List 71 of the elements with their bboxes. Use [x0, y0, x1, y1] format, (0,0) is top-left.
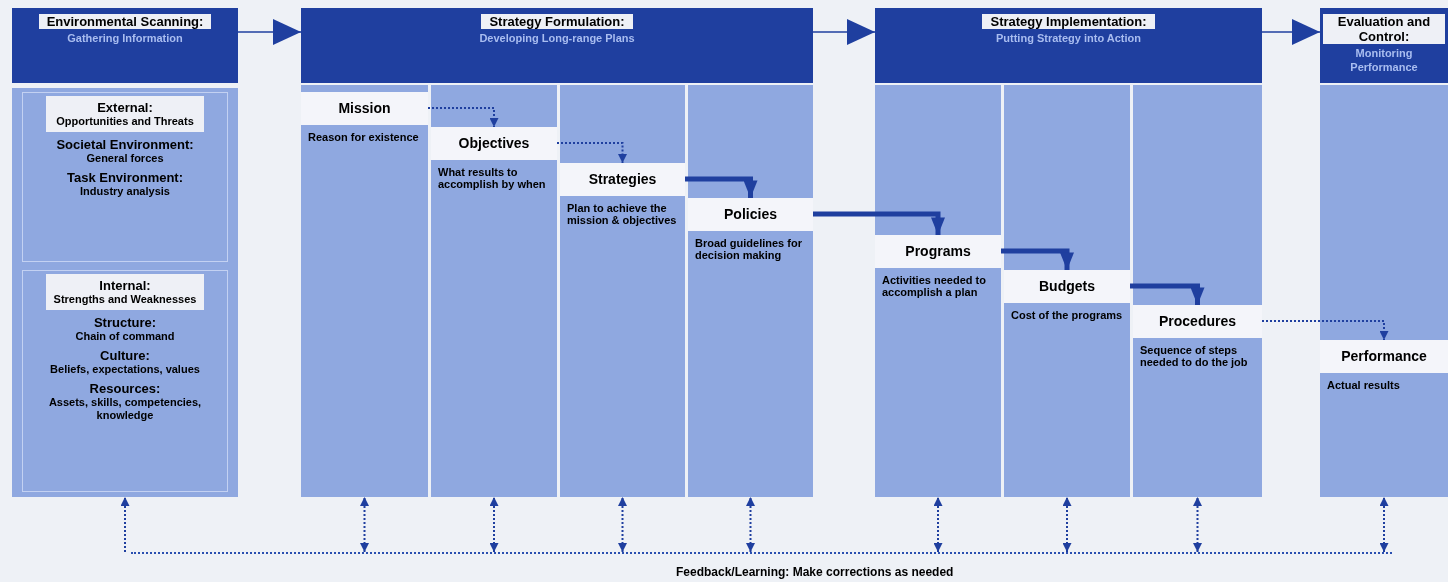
- flow-arrow: [1001, 248, 1074, 270]
- step-description: Plan to achieve the mission & objectives: [566, 201, 678, 226]
- feedback-line: [131, 552, 1392, 582]
- stage-subtitle: Gathering Information: [66, 31, 184, 45]
- step-description: Reason for existence: [307, 130, 420, 143]
- dotted-arrow: [1062, 496, 1072, 553]
- factor-heading: Task Environment:: [66, 170, 184, 185]
- flow-arrow: [813, 211, 945, 235]
- stage-title: Strategy Implementation:: [982, 14, 1155, 29]
- step-description: What results to accomplish by when: [437, 165, 547, 190]
- group-heading: Internal:: [99, 278, 151, 293]
- factor-group: [22, 270, 228, 492]
- factor-description: Beliefs, expectations, values: [49, 363, 201, 376]
- step-column: [431, 127, 557, 497]
- step-column: [560, 163, 685, 497]
- stage-subtitle: Putting Strategy into Action: [995, 31, 1142, 45]
- step-column: [301, 92, 428, 497]
- step-description: Cost of the programs: [1010, 308, 1124, 321]
- factor-heading: Societal Environment:: [56, 137, 194, 152]
- step-description: Activities needed to accomplish a plan: [881, 273, 987, 298]
- factor-heading: Culture:: [100, 348, 150, 363]
- step-title: Procedures: [1133, 305, 1262, 338]
- scanning-panel: [12, 88, 238, 497]
- dotted-arrow: [120, 496, 130, 553]
- dotted-arrow: [933, 496, 943, 553]
- step-description: Sequence of steps needed to do the job: [1139, 343, 1249, 368]
- factor-description: Chain of command: [74, 330, 176, 343]
- dotted-arrow: [1379, 496, 1389, 553]
- stage-header: [875, 8, 1262, 83]
- dotted-arrow: [1193, 496, 1202, 553]
- step-title: Budgets: [1004, 270, 1130, 303]
- step-title: Objectives: [431, 127, 557, 160]
- stage-header: [1320, 8, 1448, 83]
- dotted-arrow: [746, 496, 755, 553]
- stage-subtitle: Monitoring Performance: [1349, 46, 1419, 74]
- step-title: Policies: [688, 198, 813, 231]
- step-column: [1004, 270, 1130, 497]
- stage-header: [12, 8, 238, 83]
- step-title: Programs: [875, 235, 1001, 268]
- step-column: [875, 235, 1001, 497]
- group-heading: External:: [97, 100, 153, 115]
- step-column: [1320, 340, 1448, 497]
- step-title: Strategies: [560, 163, 685, 196]
- stage-subtitle: Developing Long-range Plans: [478, 31, 636, 45]
- stage-title: Environmental Scanning:: [38, 14, 212, 29]
- step-column: [1133, 305, 1262, 497]
- step-description: Broad guidelines for decision making: [694, 236, 803, 261]
- dotted-arrow: [618, 496, 627, 553]
- feedback-label: Feedback/Learning: Make corrections as needed: [676, 565, 954, 579]
- step-title: Mission: [301, 92, 428, 125]
- flow-arrow: [1130, 283, 1205, 305]
- stage-arrow: [1261, 19, 1321, 45]
- factor-description: Assets, skills, competencies, knowledge: [47, 396, 203, 422]
- step-column: [688, 198, 813, 497]
- stage-arrow: [237, 19, 302, 45]
- stage-header: [301, 8, 813, 83]
- group-subheading: Strengths and Weaknesses: [53, 293, 197, 306]
- step-title: Performance: [1320, 340, 1448, 373]
- step-description: Actual results: [1326, 378, 1401, 391]
- stage-arrow: [812, 19, 876, 45]
- factor-description: General forces: [85, 152, 165, 165]
- factor-group: [22, 92, 228, 262]
- dotted-arrow: [360, 496, 369, 553]
- flow-arrow: [685, 176, 758, 198]
- stage-title: Evaluation and Control:: [1323, 14, 1445, 44]
- stage-title: Strategy Formulation:: [481, 14, 633, 29]
- factor-description: Industry analysis: [79, 185, 171, 198]
- dotted-arrow: [489, 496, 499, 553]
- factor-heading: Structure:: [93, 315, 157, 330]
- group-subheading: Opportunities and Threats: [56, 115, 194, 128]
- factor-heading: Resources:: [89, 381, 161, 396]
